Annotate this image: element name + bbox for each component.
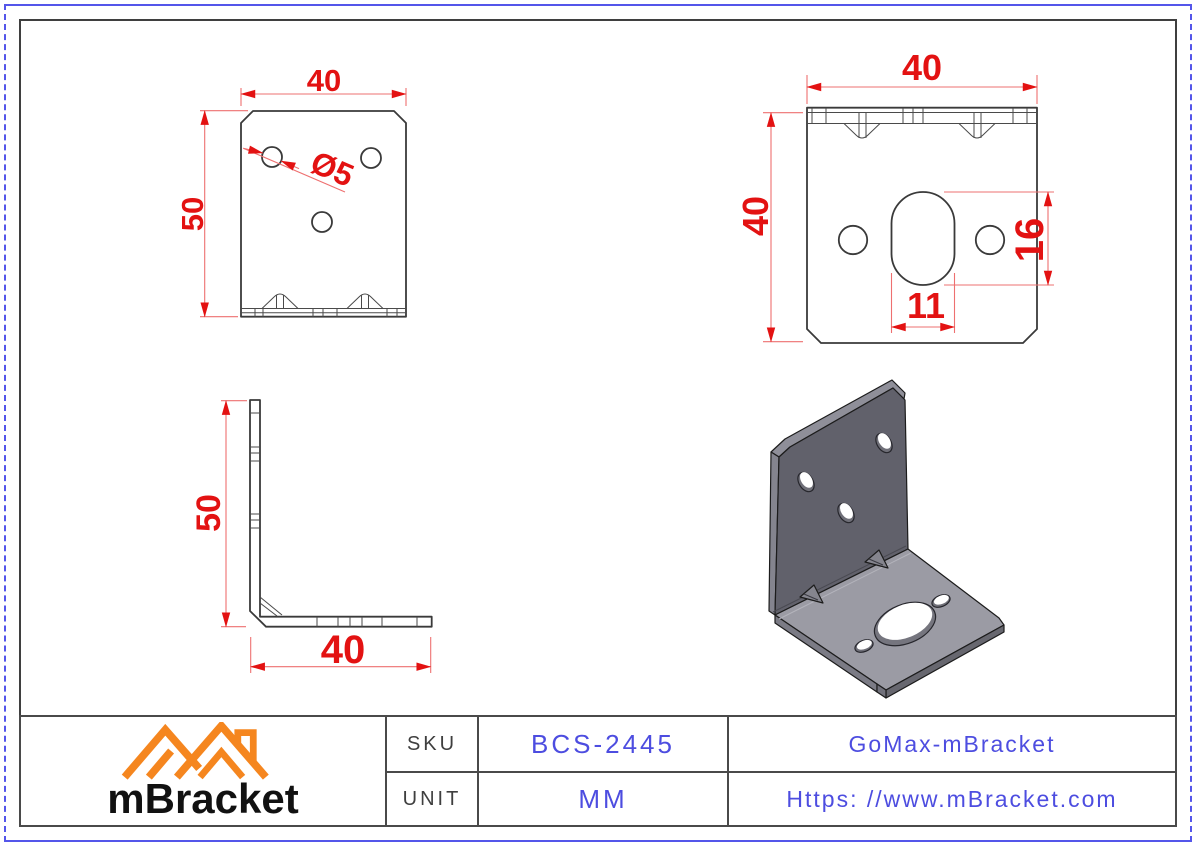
unit-label-cell: UNIT [385,771,477,825]
iso-horizontal-holes [854,594,951,653]
front-diameter-callout: Ø5 [243,144,359,194]
sku-value-cell: BCS-2445 [477,717,727,771]
brand-cell: GoMax-mBracket [727,717,1175,771]
iso-corner-edge [876,683,887,699]
slot-height-label: 16 [1008,218,1052,263]
front-hole-left [261,146,283,168]
iso-view [768,379,1005,699]
unit-value: MM [578,783,628,814]
front-rib-marks [261,293,384,309]
slot-height-dimension: 16 [944,191,1054,286]
top-hole-right [974,224,1006,256]
front-bend-band [241,308,406,317]
front-height-dimension: 50 [175,110,248,318]
top-slot-hole [890,191,956,286]
sku-label: SKU [406,732,458,755]
front-height-label: 50 [175,197,210,231]
sku-label-cell: SKU [385,717,477,771]
front-hole-right [360,147,382,169]
side-profile-outline [249,399,433,628]
top-height-dimension: 40 [735,112,803,343]
side-width-label: 40 [321,628,366,672]
logo: mBracket [21,717,385,825]
front-width-label: 40 [307,63,341,98]
top-rib-marks [843,112,996,139]
website-text: Https: //www.mBracket.com [786,785,1118,812]
front-plate-outline [240,110,407,318]
side-view: 50 40 [190,399,433,673]
logo-mark-icon [121,722,269,780]
unit-value-cell: MM [477,771,727,825]
side-height-label: 50 [190,494,228,532]
front-hole-diameter-label: Ø5 [306,144,359,194]
logo-text: mBracket [107,775,299,822]
side-hole-section-marks [250,412,418,627]
front-view: 40 50 Ø5 [175,63,407,318]
website-cell: Https: //www.mBracket.com [727,771,1175,825]
slot-width-dimension: 11 [890,273,956,333]
top-plate-outline [806,106,1038,344]
sheet-outer-border [4,4,1192,842]
front-width-dimension: 40 [240,63,407,106]
iso-ribs [799,549,889,604]
top-width-label: 40 [902,47,942,88]
brand-text: GoMax-mBracket [848,730,1056,757]
side-width-dimension: 40 [250,628,432,673]
sku-value: BCS-2445 [531,728,675,759]
top-bend-band [807,107,1037,124]
slot-width-label: 11 [907,285,945,326]
side-height-dimension: 50 [190,400,247,628]
top-hole-left [837,224,869,256]
top-view: 40 40 16 11 [735,47,1054,344]
unit-label: UNIT [402,787,462,810]
top-width-dimension: 40 [806,47,1038,104]
iso-vertical-holes [797,432,893,524]
front-hole-center [311,211,333,233]
top-height-label: 40 [735,196,776,236]
title-block: mBracket SKU BCS-2445 GoMax-mBracket UNI… [19,715,1177,827]
